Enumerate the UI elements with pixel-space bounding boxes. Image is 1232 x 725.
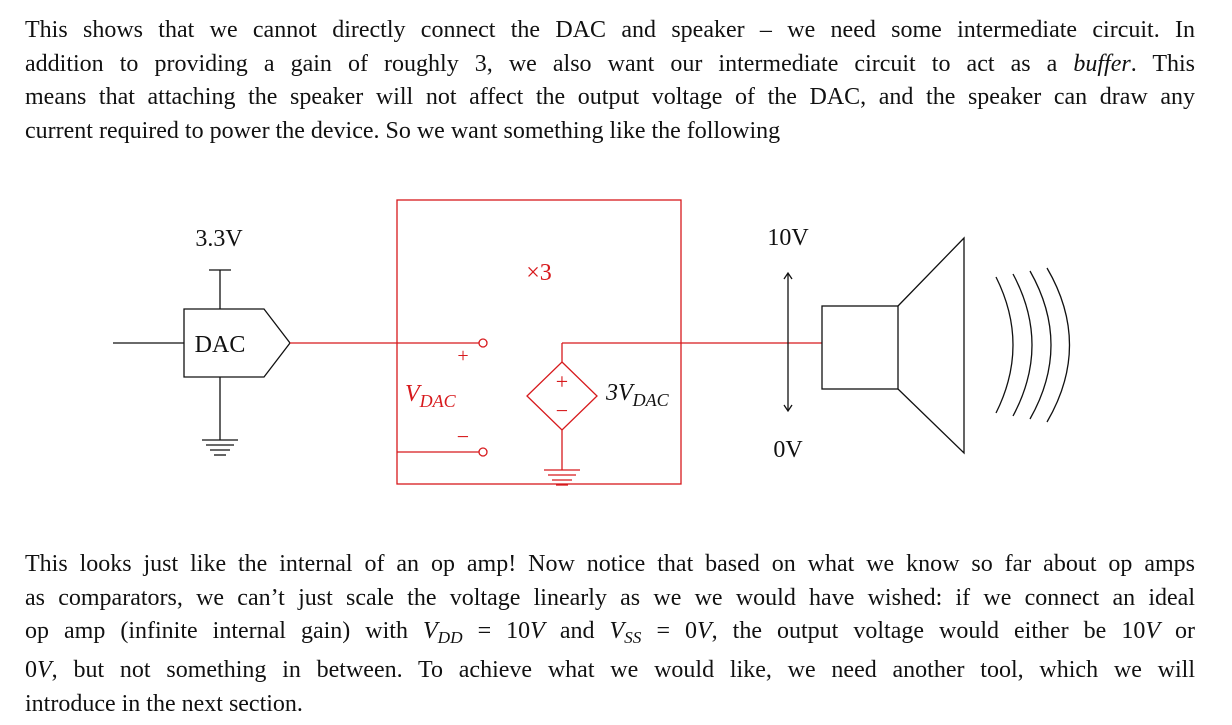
- sound-wave-1: [995, 276, 1014, 414]
- speaker-icon: [821, 236, 1071, 455]
- bottom-rail-label: 0V: [773, 437, 803, 463]
- opamp-line-4-text: , but not something in between. To achie…: [51, 657, 1195, 684]
- output-main: 3V: [605, 380, 635, 406]
- source-ground-icon: [544, 469, 580, 486]
- dac-supply-label: 3.3V: [195, 226, 243, 252]
- sound-wave-4: [1046, 267, 1071, 423]
- output-3vdac-label: 3VDAC: [605, 380, 670, 410]
- minus-terminal: [478, 447, 488, 457]
- vdd-unit: V: [530, 618, 545, 644]
- intro-line-3: means that attaching the speaker will no…: [25, 84, 1195, 110]
- ten-volt-unit: V: [1145, 618, 1160, 644]
- gain-label: ×3: [526, 260, 552, 286]
- up-arrowhead: [783, 271, 793, 280]
- vdd-symbol: VDD: [422, 618, 463, 647]
- speaker-cone: [897, 236, 965, 455]
- dac-block: [113, 269, 291, 456]
- vss-sub: SS: [624, 627, 642, 647]
- vdd-sub: DD: [437, 627, 463, 647]
- voltage-range-arrow: [783, 271, 793, 413]
- dac-symbol: [183, 308, 291, 378]
- vss-main: V: [609, 618, 625, 644]
- dac-ground-icon: [202, 439, 238, 456]
- zero-volt-unit: V: [37, 657, 52, 684]
- source-plus-sign: +: [556, 369, 568, 394]
- vss-symbol: VSS: [609, 618, 642, 647]
- vss-value: = 0: [641, 618, 697, 644]
- sound-wave-2: [1012, 273, 1033, 417]
- intro-line-2-tail: . This: [1130, 50, 1196, 77]
- opamp-paragraph: This looks just like the internal of an …: [25, 548, 1195, 721]
- minus-sign: −: [457, 424, 469, 449]
- opamp-line-3-text: op amp (infinite internal gain) with: [25, 618, 408, 644]
- intro-line-4: current required to power the device. So…: [25, 117, 781, 144]
- opamp-line-5: introduce in the next section.: [25, 690, 303, 717]
- buffer-emphasis: buffer: [1073, 50, 1131, 77]
- and-word: and: [544, 618, 595, 644]
- vdac-main: V: [405, 381, 422, 407]
- source-minus-sign: −: [556, 398, 568, 423]
- buffer-circuit-diagram: 3.3V DAC ×3 + − VDAC + − 3VDAC 10V 0V: [113, 199, 1071, 486]
- opamp-line-2: as comparators, we can’t just scale the …: [25, 584, 1195, 611]
- opamp-line-1: This looks just like the internal of an …: [25, 551, 1195, 577]
- vdac-sub: DAC: [419, 391, 457, 411]
- opamp-line-3-tail: , the output voltage would either be 10: [711, 618, 1146, 644]
- intro-line-2-text: addition to providing a gain of roughly …: [25, 50, 1058, 77]
- intro-paragraph: This shows that we cannot directly conne…: [25, 14, 1195, 148]
- vdd-value: = 10: [462, 618, 531, 644]
- speaker-magnet: [821, 305, 899, 390]
- plus-sign: +: [457, 345, 468, 367]
- intro-line-2: addition to providing a gain of roughly …: [25, 48, 1195, 82]
- plus-terminal: [478, 338, 488, 348]
- output-sub: DAC: [632, 390, 670, 410]
- sound-wave-3: [1029, 270, 1052, 420]
- buffer-outline: [396, 199, 682, 485]
- buffer-box: [290, 199, 822, 486]
- down-arrowhead: [783, 404, 793, 413]
- dac-label: DAC: [195, 332, 246, 358]
- top-rail-label: 10V: [767, 225, 809, 251]
- vdac-label: VDAC: [405, 381, 457, 411]
- or-word: or: [1160, 618, 1196, 644]
- vss-unit: V: [697, 618, 712, 644]
- intro-line-1: This shows that we cannot directly conne…: [25, 17, 1195, 43]
- vdd-main: V: [422, 618, 438, 644]
- zero-value: 0: [25, 657, 37, 684]
- opamp-line-3: op amp (infinite internal gain) with VDD…: [25, 615, 1195, 654]
- opamp-line-4: 0V, but not something in between. To ach…: [25, 654, 1195, 688]
